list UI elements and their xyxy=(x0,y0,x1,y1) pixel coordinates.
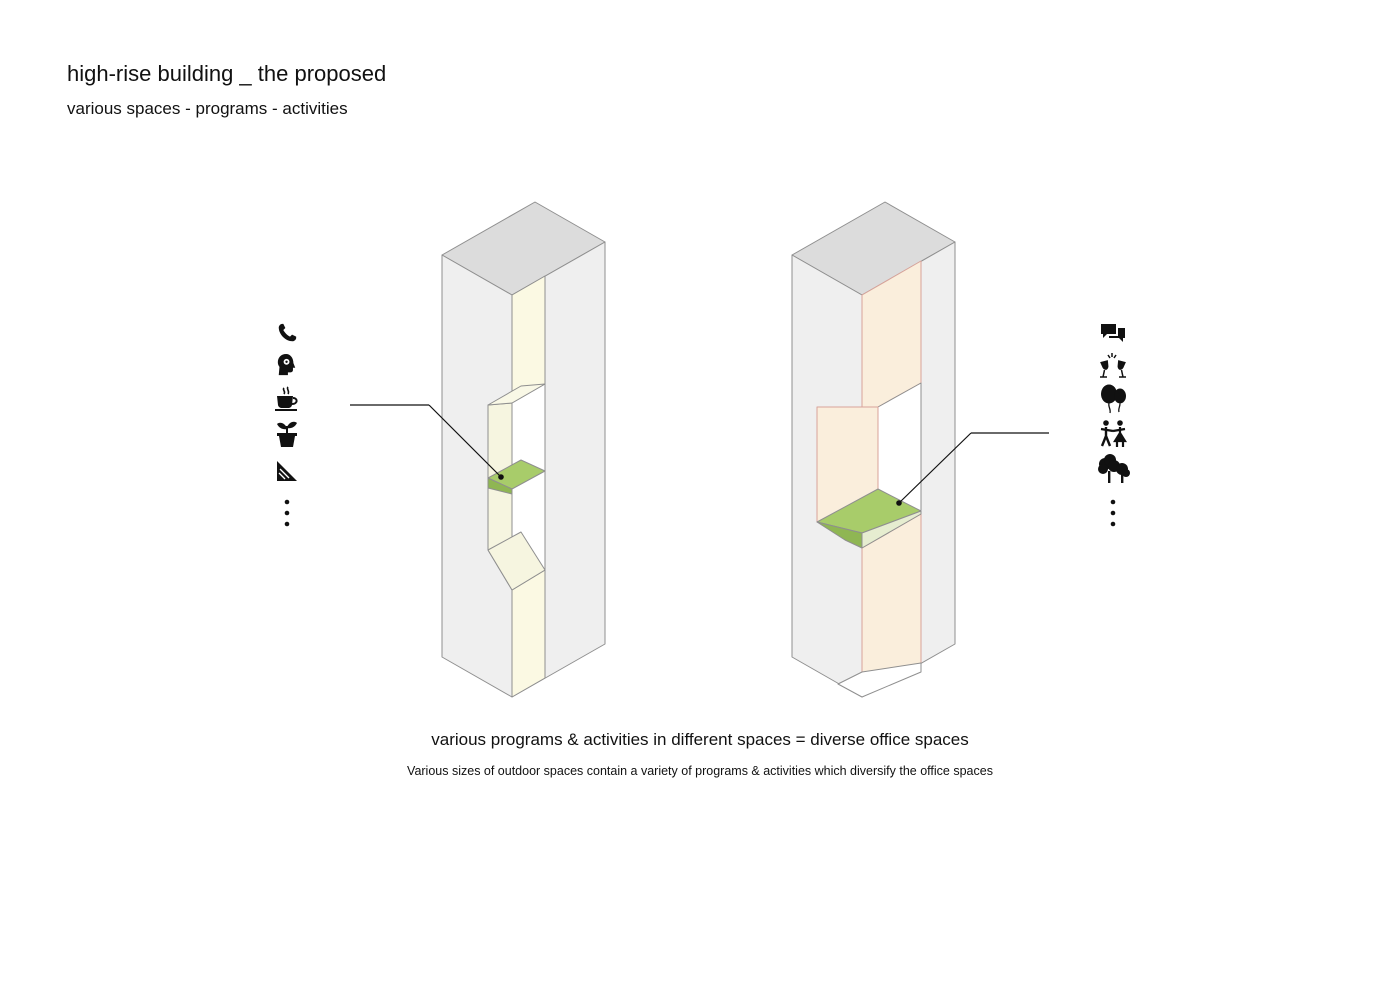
page-subtitle: various spaces - programs - activities xyxy=(67,99,348,118)
sandwich-icon xyxy=(267,456,307,486)
left-void-lower xyxy=(511,569,546,698)
caption-main: various programs & activities in differe… xyxy=(431,730,969,749)
left-void-recess-side xyxy=(487,383,546,406)
balloons-icon xyxy=(1093,384,1133,414)
more-dots-icon xyxy=(1093,498,1133,528)
phone-icon xyxy=(267,318,307,348)
right-leader-line-diagonal xyxy=(898,432,972,504)
wine-toast-icon xyxy=(1093,350,1133,380)
caption-sub: Various sizes of outdoor spaces contain … xyxy=(407,764,993,778)
chat-bubbles-icon xyxy=(1093,318,1133,348)
right-platform-side xyxy=(861,510,922,549)
left-icon-column xyxy=(267,318,307,530)
right-icon-column xyxy=(1093,318,1133,530)
trees-icon xyxy=(1093,454,1133,484)
left-leader-dot xyxy=(498,474,504,480)
left-void-recess-bottom xyxy=(487,531,546,591)
left-leader-line-diagonal xyxy=(428,404,502,478)
mind-icon xyxy=(267,350,307,380)
page-title: high-rise building _ the proposed xyxy=(67,61,387,86)
more-dots-icon xyxy=(267,498,307,528)
left-building xyxy=(441,201,606,698)
coffee-cup-icon xyxy=(267,384,307,414)
right-leader-dot xyxy=(896,500,902,506)
right-void-base xyxy=(837,662,922,698)
left-platform-front xyxy=(487,477,513,495)
dancing-couple-icon xyxy=(1093,419,1133,449)
potted-plant-icon xyxy=(267,419,307,449)
right-building xyxy=(791,201,956,698)
